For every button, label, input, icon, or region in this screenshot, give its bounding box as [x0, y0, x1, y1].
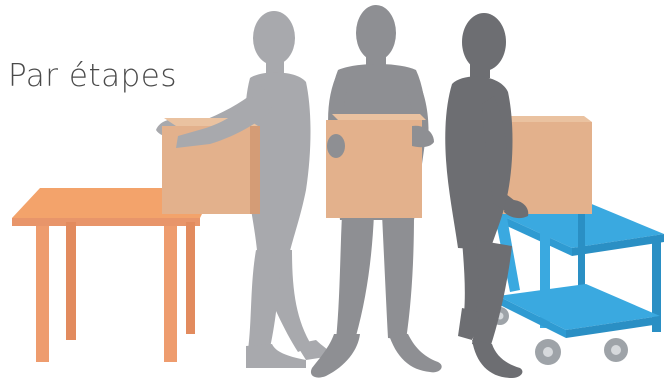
person-head: [253, 11, 295, 65]
person-hand: [412, 126, 434, 148]
box-carried: [326, 114, 426, 218]
table: [12, 188, 215, 362]
table-leg: [36, 226, 49, 362]
table-leg: [186, 222, 195, 334]
person-hand: [327, 134, 345, 158]
table-apron: [12, 218, 200, 226]
table-leg: [164, 226, 177, 362]
cart: [494, 200, 664, 338]
person-head: [356, 5, 396, 61]
table-leg: [66, 222, 76, 340]
